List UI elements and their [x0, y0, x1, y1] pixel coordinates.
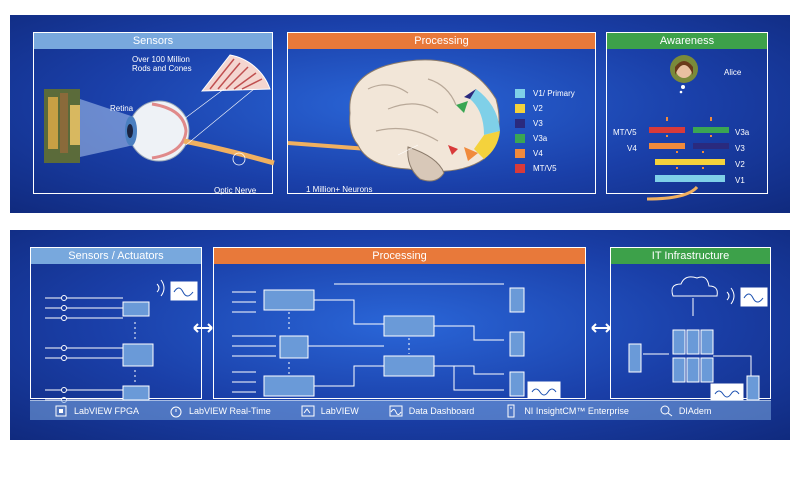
toolbar-item-label: LabVIEW	[320, 405, 359, 416]
awareness-layers	[646, 117, 729, 201]
toolbar-item-label: LabVIEW Real-Time	[189, 405, 271, 416]
retina-label: Retina	[110, 104, 134, 113]
awareness-box: Awareness Alice MT/V5 V3a V4 V3 V2 V1	[606, 32, 768, 201]
toolbar-item-diadem[interactable]: DIAdem	[659, 405, 712, 417]
layer-v1-label: V1	[735, 176, 745, 185]
alice-avatar	[670, 55, 698, 94]
legend-item: V4	[515, 149, 543, 158]
toolbar-item-label: DIAdem	[678, 405, 712, 416]
toolbar-item-label: NI InsightCM™ Enterprise	[524, 405, 629, 416]
toolbar-item-insightcm[interactable]: NI InsightCM™ Enterprise	[504, 404, 629, 417]
it-infrastructure-header: IT Infrastructure	[611, 248, 770, 264]
system-panel: Sensors / Actuators Processing	[10, 230, 790, 440]
toolbar-item-labview-realtime[interactable]: LabVIEW Real-Time	[169, 405, 271, 417]
it-network-diagram	[628, 276, 768, 401]
layer-v3-label: V3	[735, 144, 745, 153]
sensor-wiring-diagram	[45, 279, 198, 403]
sensors-actuators-header: Sensors / Actuators	[31, 248, 201, 264]
alice-label: Alice	[724, 68, 742, 77]
layer-v3a-label: V3a	[735, 128, 750, 137]
right-bidirectional-arrow	[591, 323, 611, 333]
brain-illustration	[287, 59, 500, 182]
legend-item: V3a	[515, 134, 547, 143]
legend-item: V3	[515, 119, 543, 128]
processing-box-bottom: Processing	[213, 247, 586, 399]
magnifier-icon	[660, 405, 673, 416]
fpga-chip-icon	[55, 405, 67, 416]
left-bidirectional-arrow	[193, 323, 213, 333]
legend-swatch	[515, 119, 525, 128]
legend-swatch	[515, 134, 525, 143]
optic-nerve-label: Optic Nerve	[214, 186, 257, 195]
layer-v2-label: V2	[735, 160, 745, 169]
layer-v4-label: V4	[627, 144, 637, 153]
sensors-actuators-box: Sensors / Actuators	[30, 247, 202, 403]
waveform-icon	[389, 405, 403, 416]
layer-mt-label: MT/V5	[613, 128, 637, 137]
toolbar-item-label: LabVIEW FPGA	[74, 405, 140, 416]
sensors-header: Sensors	[34, 33, 272, 49]
toolbar-item-data-dashboard[interactable]: Data Dashboard	[389, 405, 475, 417]
legend-item: V1/ Primary	[515, 89, 575, 98]
rods-cones-label: Over 100 Million Rods and Cones	[132, 55, 192, 73]
software-toolbar: LabVIEW FPGA LabVIEW Real-Time LabVIEW D…	[30, 400, 771, 420]
legend-item: MT/V5	[515, 164, 557, 173]
processing-box-top: Processing 1 Million+ Neurons V1/ Primar…	[287, 32, 596, 194]
vision-panel: Sensors Over 100 Million Rods and Cones …	[10, 15, 790, 213]
legend-swatch	[515, 164, 525, 173]
labview-icon	[301, 405, 315, 416]
legend-swatch	[515, 89, 525, 98]
toolbar-item-labview[interactable]: LabVIEW	[301, 405, 359, 417]
stopwatch-icon	[170, 406, 182, 417]
legend-swatch	[515, 104, 525, 113]
toolbar-item-label: Data Dashboard	[408, 405, 475, 416]
sensors-box: Sensors Over 100 Million Rods and Cones …	[33, 32, 275, 195]
it-infrastructure-box: IT Infrastructure	[610, 247, 771, 401]
eye-illustration	[44, 54, 275, 166]
processing-header-top: Processing	[288, 33, 595, 49]
toolbar-item-labview-fpga[interactable]: LabVIEW FPGA	[54, 405, 139, 417]
processing-header-bottom: Processing	[214, 248, 585, 264]
awareness-header: Awareness	[607, 33, 767, 49]
brain-legend: V1/ Primary V2 V3 V3a V4 MT/V5	[515, 89, 595, 189]
device-icon	[507, 404, 515, 417]
legend-swatch	[515, 149, 525, 158]
processing-network-diagram	[232, 283, 561, 399]
legend-item: V2	[515, 104, 543, 113]
neurons-label: 1 Million+ Neurons	[306, 185, 373, 194]
